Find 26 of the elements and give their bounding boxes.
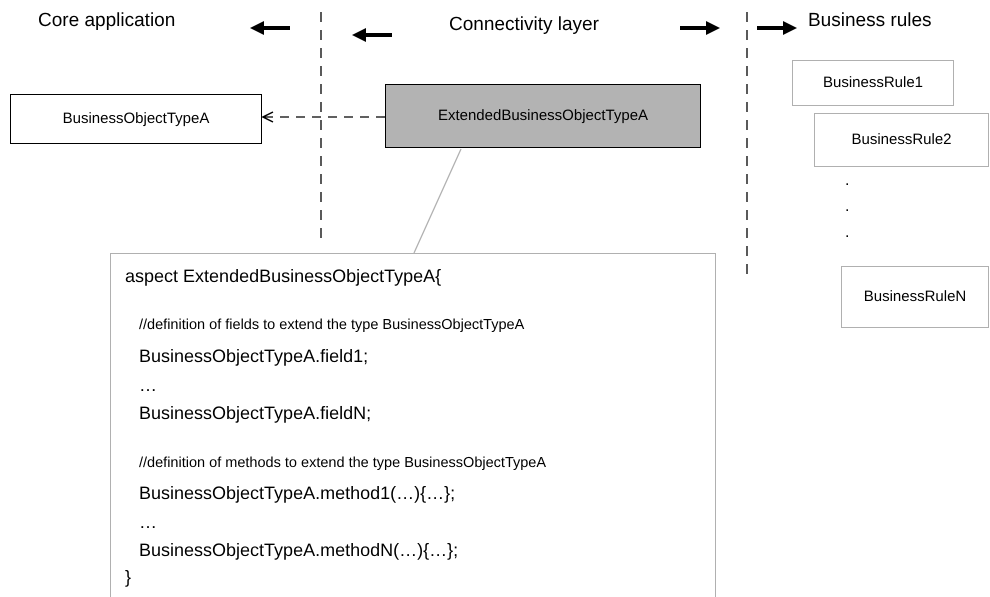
ellipsis-dot: .	[845, 172, 850, 190]
code-comment: //definition of fields to extend the type BusinessObjectTypeA	[139, 317, 524, 333]
class-box	[10, 94, 262, 144]
code-line: …	[139, 512, 157, 533]
node-label: ExtendedBusinessObjectTypeA	[436, 107, 650, 124]
code-comment: //definition of methods to extend the type BusinessObjectTypeA	[139, 455, 546, 471]
code-line: BusinessObjectTypeA.fieldN;	[139, 403, 372, 424]
code-panel	[110, 253, 716, 597]
layer-heading: Business rules	[808, 10, 932, 32]
node-label: BusinessRule1	[822, 74, 924, 91]
arrow	[262, 111, 385, 123]
code-line: aspect ExtendedBusinessObjectTypeA{	[125, 266, 442, 287]
layer-heading: Core application	[38, 10, 176, 32]
code-line: BusinessObjectTypeA.field1;	[139, 346, 368, 367]
ellipsis-dot: .	[845, 224, 850, 242]
code-line: BusinessObjectTypeA.method1(…){…};	[139, 483, 456, 504]
code-line: …	[139, 375, 157, 396]
code-line: }	[125, 567, 132, 588]
connector-line	[413, 148, 462, 254]
node-label: BusinessRuleN	[862, 288, 968, 305]
layer-heading: Connectivity layer	[449, 14, 599, 36]
ellipsis-dot: .	[845, 198, 850, 216]
node-label: BusinessRule2	[850, 131, 953, 148]
code-line: BusinessObjectTypeA.methodN(…){…};	[139, 540, 458, 561]
node-label: BusinessObjectTypeA	[62, 110, 210, 127]
aspect-box	[385, 84, 701, 148]
